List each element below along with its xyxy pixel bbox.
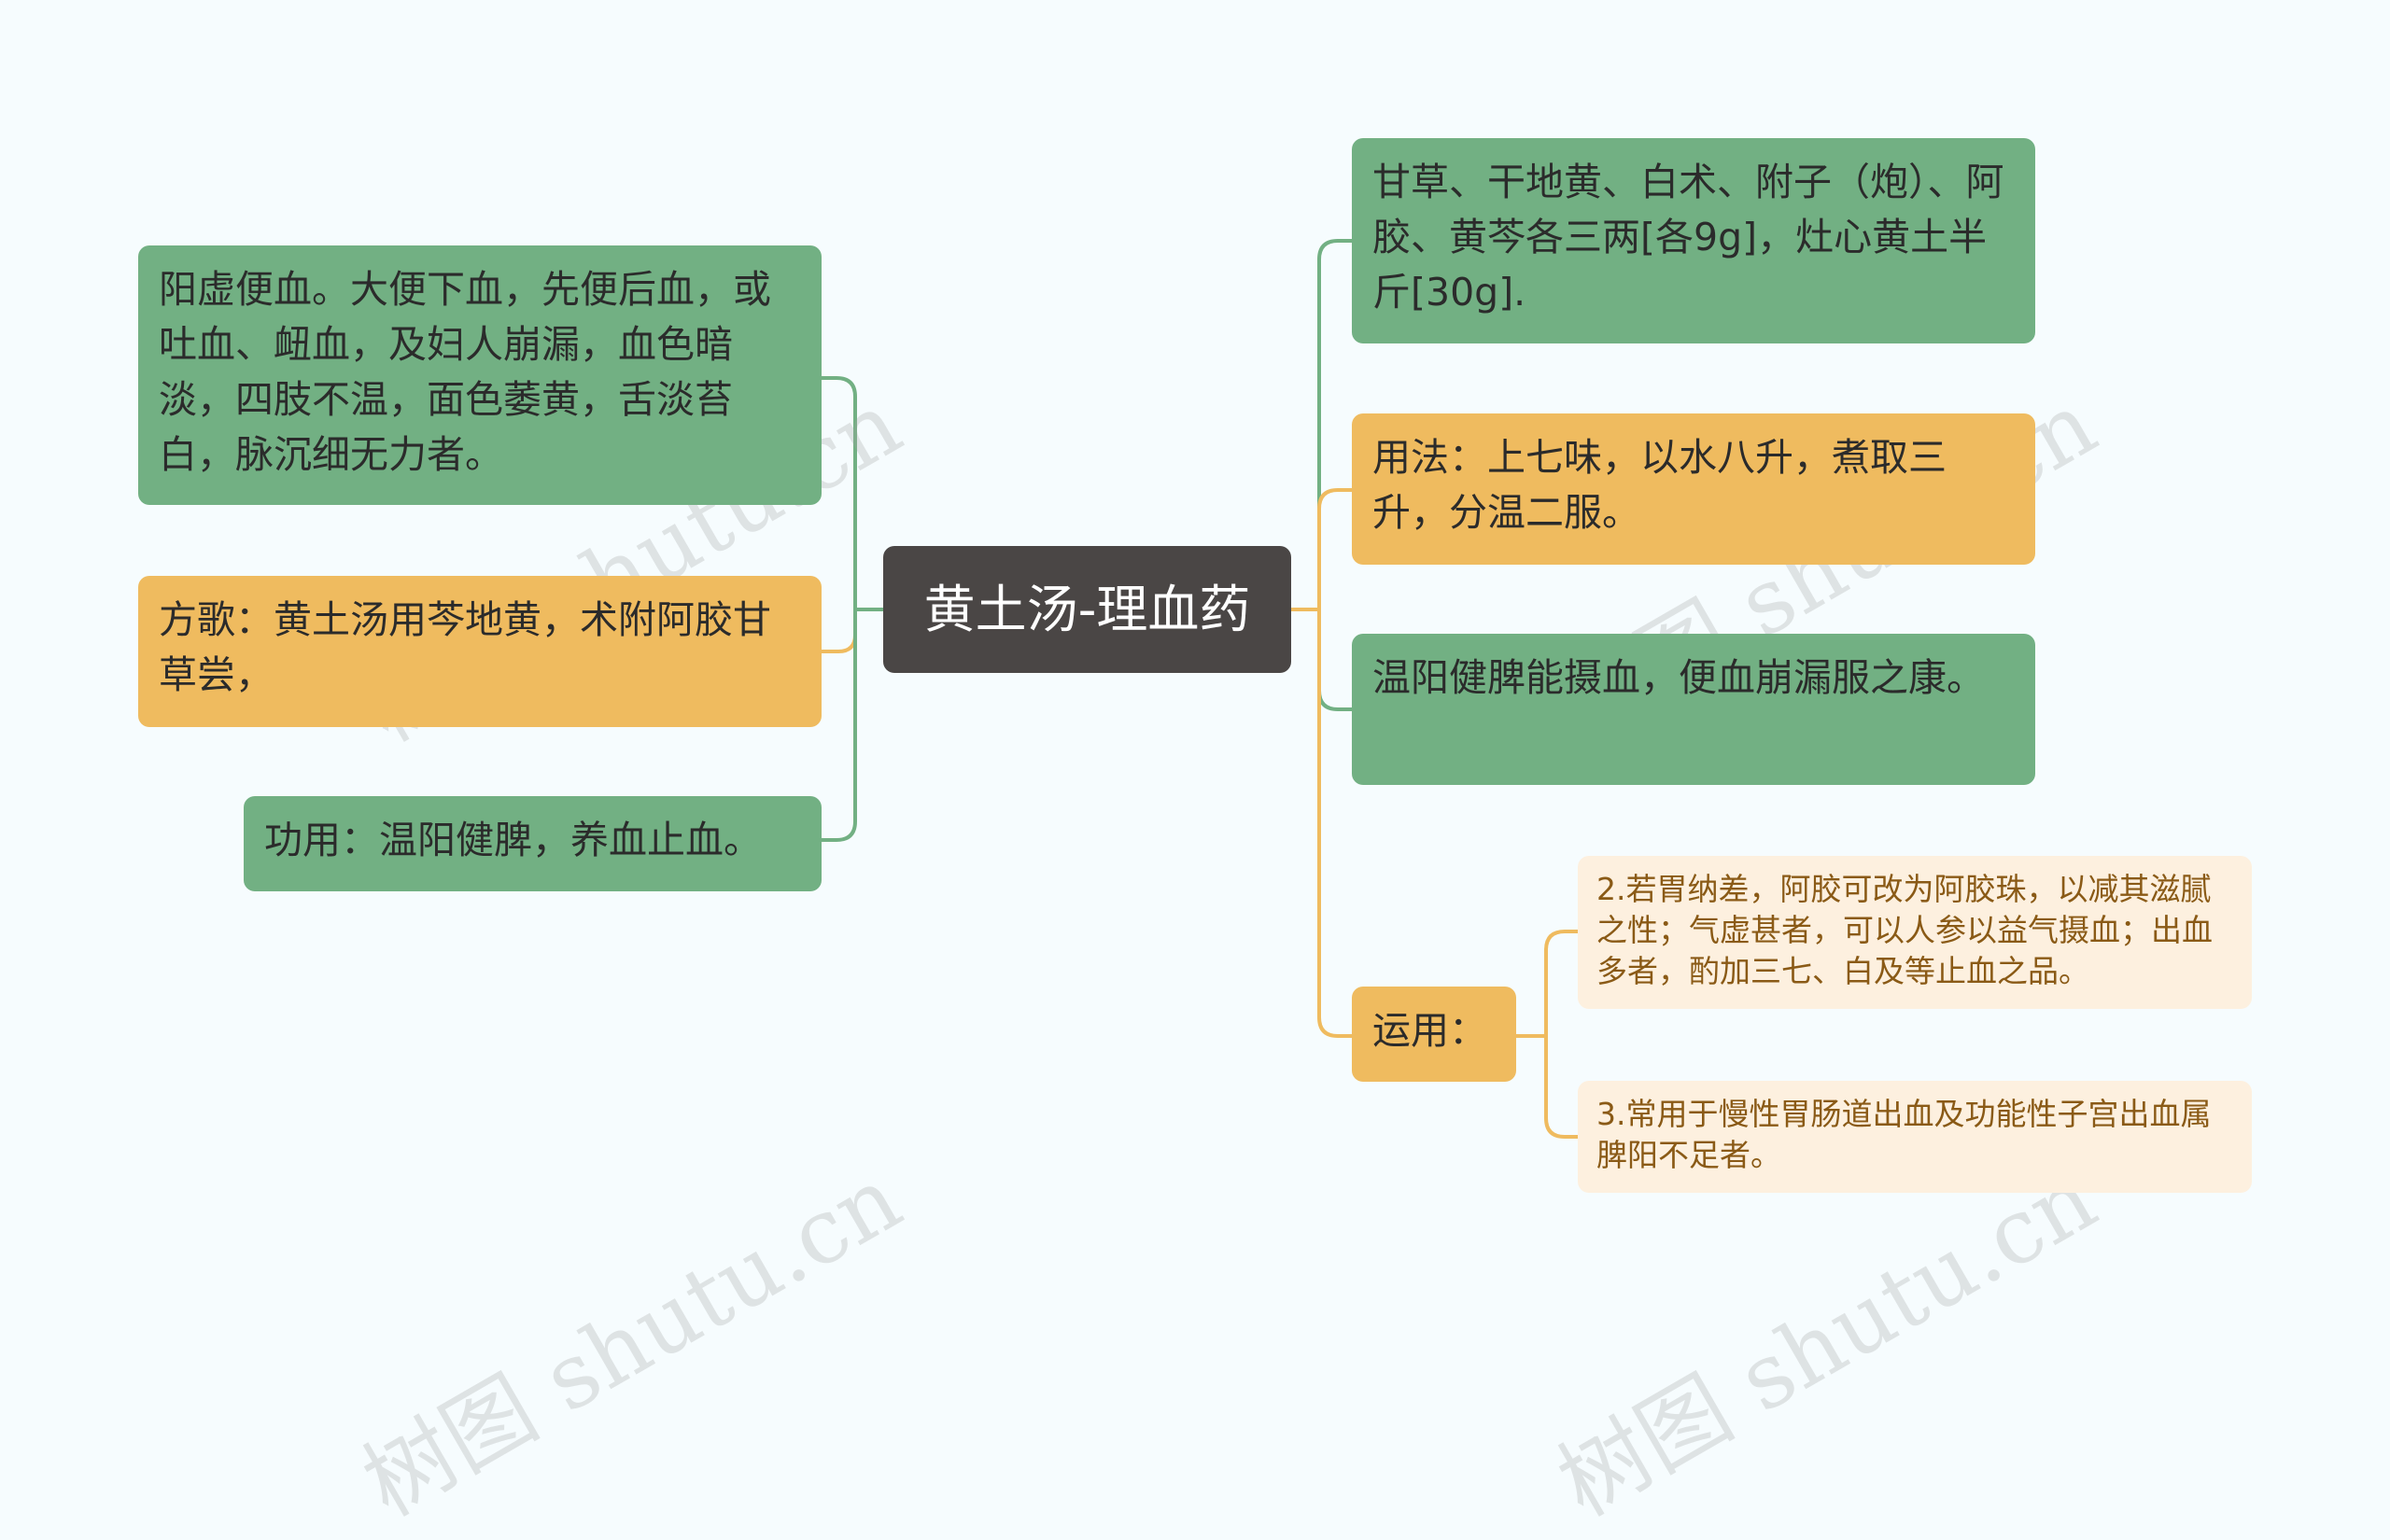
left-node-function[interactable]: 功用：温阳健脾，养血止血。 (244, 796, 822, 891)
right-node-application[interactable]: 运用： (1352, 987, 1516, 1082)
usage-note-3[interactable]: 3.常用于慢性胃肠道出血及功能性子宫出血属脾阳不足者。 (1578, 1081, 2252, 1193)
connector-right-4 (1317, 609, 1352, 1038)
left-node-symptoms[interactable]: 阳虚便血。大便下血，先便后血，或吐血、衄血，及妇人崩漏，血色暗淡，四肢不温，面色… (138, 245, 822, 505)
connector-usage-1 (1544, 930, 1578, 1036)
connector-right-3 (1317, 609, 1352, 711)
left-node-formula-song[interactable]: 方歌：黄土汤用芩地黄，术附阿胶甘草尝， (138, 576, 822, 727)
connector-left-3 (822, 609, 857, 842)
root-topic[interactable]: 黄土汤-理血药 (883, 546, 1291, 673)
right-node-usage-method[interactable]: 用法：上七味，以水八升，煮取三升，分温二服。 (1352, 413, 2035, 565)
connector-left-1 (822, 376, 857, 609)
connector-usage-2 (1544, 1036, 1578, 1139)
connector-right-2 (1317, 488, 1352, 609)
connector-right-1 (1317, 239, 1352, 609)
usage-note-2[interactable]: 2.若胃纳差，阿胶可改为阿胶珠，以减其滋腻之性；气虚甚者，可以人参以益气摄血；出… (1578, 856, 2252, 1009)
right-node-verse[interactable]: 温阳健脾能摄血，便血崩漏服之康。 (1352, 634, 2035, 785)
right-node-ingredients[interactable]: 甘草、干地黄、白术、附子（炮）、阿胶、黄芩各三两[各9g]，灶心黄土半斤[30g… (1352, 138, 2035, 343)
connector-lines (822, 239, 1578, 1139)
connector-left-2 (822, 609, 857, 653)
mindmap-canvas: 树图 shutu.cn 树图 shutu.cn 树图 shutu.cn 树图 s… (138, 138, 2252, 1536)
